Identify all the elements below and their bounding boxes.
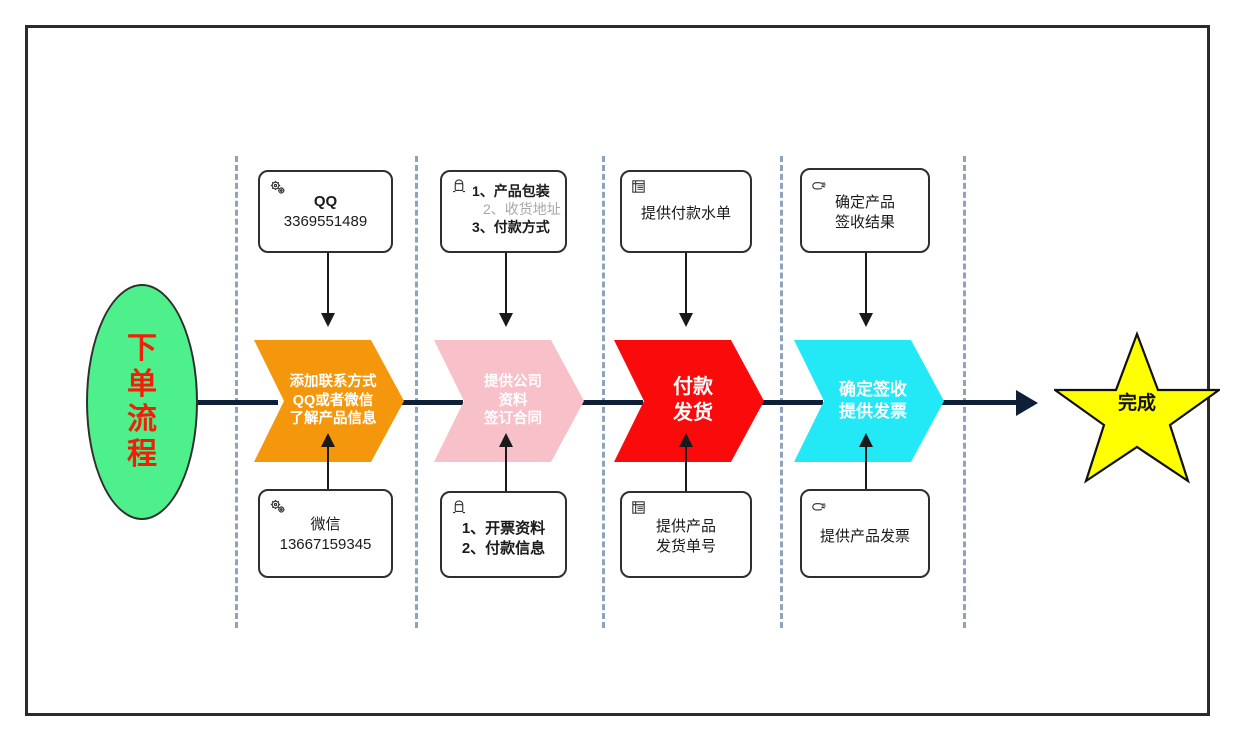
info-line: 1、产品包装 bbox=[472, 183, 550, 199]
spine-segment-start bbox=[148, 400, 278, 405]
chevron-line: 添加联系方式 bbox=[289, 374, 377, 391]
chevron-line: 提供公司 bbox=[484, 374, 542, 391]
info-line: 1、开票资料 bbox=[461, 520, 546, 537]
connector-arrowhead-down bbox=[859, 313, 873, 327]
start-node: 下单流程 bbox=[86, 284, 198, 520]
diagram-frame: 下单流程 QQ 3369551489 bbox=[25, 25, 1220, 716]
stage-payment-chevron-label: 付款 发货 bbox=[665, 375, 713, 426]
chevron-line: 发货 bbox=[673, 402, 713, 424]
info-line: 签收结果 bbox=[834, 213, 895, 231]
connector-payment-bottom bbox=[685, 446, 687, 501]
person-icon bbox=[450, 499, 470, 519]
spine-segment-end bbox=[941, 400, 1019, 405]
chevron-line: 付款 bbox=[673, 376, 713, 399]
connector-contract-top bbox=[505, 253, 507, 315]
spine-segment-2-3 bbox=[581, 400, 643, 405]
info-line: 确定产品 bbox=[834, 194, 895, 211]
column-separator-3 bbox=[602, 156, 605, 628]
connector-payment-top bbox=[685, 253, 687, 315]
connector-arrowhead-up bbox=[321, 433, 335, 447]
info-line: 2、收货地址 bbox=[483, 201, 561, 218]
connector-arrowhead-up bbox=[499, 433, 513, 447]
finish-node: 完成 bbox=[1054, 328, 1220, 486]
stage-payment-bottom-box: 提供产品 发货单号 bbox=[620, 491, 752, 578]
column-separator-2 bbox=[415, 156, 418, 628]
column-separator-5 bbox=[963, 156, 966, 628]
stage-contract-top-box-text: 1、产品包装 2、收货地址 3、付款方式 bbox=[450, 182, 561, 237]
stage-contract-bottom-box: 1、开票资料 2、付款信息 bbox=[440, 491, 567, 578]
info-line: 2、付款信息 bbox=[461, 539, 546, 557]
stage-payment-bottom-box-text: 提供产品 发货单号 bbox=[630, 517, 742, 556]
connector-contact-top bbox=[327, 253, 329, 315]
info-line: 13667159345 bbox=[279, 535, 372, 553]
pointing-hand-icon bbox=[810, 497, 830, 517]
spine-segment-1-2 bbox=[398, 400, 463, 405]
spine-segment-3-4 bbox=[761, 400, 823, 405]
stage-payment-top-box: 提供付款水单 bbox=[620, 170, 752, 253]
info-line: 微信 bbox=[310, 516, 341, 533]
finish-node-label: 完成 bbox=[1117, 393, 1156, 414]
spine-arrowhead bbox=[1016, 390, 1038, 416]
stage-contract-bottom-box-text: 1、开票资料 2、付款信息 bbox=[450, 519, 557, 558]
connector-arrowhead-down bbox=[679, 313, 693, 327]
chevron-line: 签订合同 bbox=[484, 411, 542, 428]
start-node-label: 下单流程 bbox=[127, 332, 157, 472]
stage-contract-chevron-label: 提供公司 资料 签订合同 bbox=[476, 373, 542, 429]
column-separator-1 bbox=[235, 156, 238, 628]
connector-receipt-top bbox=[865, 253, 867, 315]
stage-receipt-chevron-label: 确定签收 提供发票 bbox=[831, 379, 907, 423]
connector-arrowhead-up bbox=[859, 433, 873, 447]
info-line: QQ bbox=[313, 193, 338, 210]
stage-receipt-bottom-box: 提供产品发票 bbox=[800, 489, 930, 578]
connector-contact-bottom bbox=[327, 446, 329, 499]
connector-arrowhead-up bbox=[679, 433, 693, 447]
stage-contact-top-box-text: QQ 3369551489 bbox=[268, 192, 383, 231]
chevron-line: QQ或者微信 bbox=[292, 392, 374, 409]
star-shape bbox=[1054, 330, 1220, 484]
connector-contract-bottom bbox=[505, 446, 507, 501]
stage-contact-bottom-box-text: 微信 13667159345 bbox=[268, 515, 383, 554]
stage-contact-top-box: QQ 3369551489 bbox=[258, 170, 393, 253]
connector-arrowhead-down bbox=[321, 313, 335, 327]
chevron-line: 确定签收 bbox=[839, 380, 907, 400]
chevron-line: 资料 bbox=[498, 392, 528, 409]
stage-contact-chevron-label: 添加联系方式 QQ或者微信 了解产品信息 bbox=[282, 373, 377, 429]
document-list-icon bbox=[630, 178, 650, 198]
stage-contact-bottom-box: 微信 13667159345 bbox=[258, 489, 393, 578]
stage-receipt-top-box-text: 确定产品 签收结果 bbox=[810, 193, 920, 232]
info-line: 3、付款方式 bbox=[472, 219, 550, 236]
chevron-line: 提供发票 bbox=[839, 402, 907, 421]
connector-arrowhead-down bbox=[499, 313, 513, 327]
info-line: 提供产品发票 bbox=[819, 528, 910, 545]
column-separator-4 bbox=[780, 156, 783, 628]
connector-receipt-bottom bbox=[865, 446, 867, 491]
info-line: 提供产品 bbox=[655, 518, 716, 535]
info-line: 3369551489 bbox=[283, 212, 368, 230]
info-line: 提供付款水单 bbox=[640, 205, 731, 222]
stage-payment-top-box-text: 提供付款水单 bbox=[630, 204, 742, 224]
stage-receipt-bottom-box-text: 提供产品发票 bbox=[810, 527, 920, 547]
gears-icon bbox=[268, 497, 288, 517]
chevron-line: 了解产品信息 bbox=[289, 411, 377, 428]
stage-receipt-top-box: 确定产品 签收结果 bbox=[800, 168, 930, 253]
info-line: 发货单号 bbox=[655, 537, 716, 555]
stage-contract-top-box: 1、产品包装 2、收货地址 3、付款方式 bbox=[440, 170, 567, 253]
document-list-icon bbox=[630, 499, 650, 519]
